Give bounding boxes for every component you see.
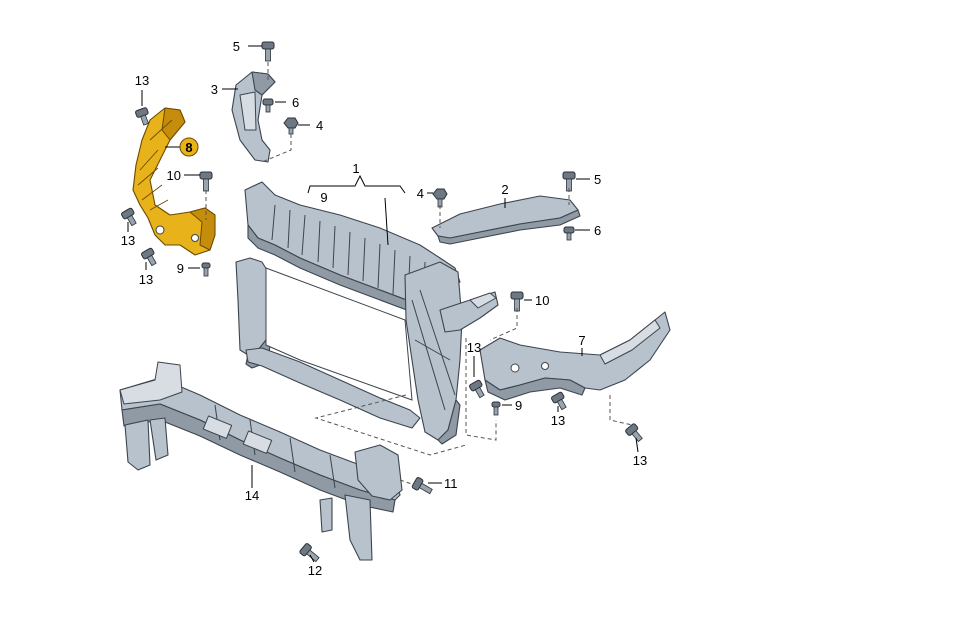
callout-13: 13 bbox=[467, 340, 481, 355]
callout-12: 12 bbox=[308, 563, 322, 578]
bumper-reinforcement-part-14 bbox=[119, 361, 403, 561]
callout-13: 13 bbox=[135, 73, 149, 88]
callout-8-highlight-marker: 8 bbox=[179, 137, 199, 157]
right-lateral-bracket-part-7 bbox=[479, 311, 671, 401]
bolt-icon bbox=[411, 477, 433, 495]
nut-icon bbox=[283, 117, 299, 135]
callout-13: 13 bbox=[633, 453, 647, 468]
callout-8: 8 bbox=[185, 140, 192, 155]
bolt-icon bbox=[261, 41, 275, 62]
callout-6: 6 bbox=[594, 223, 601, 238]
callout-13: 13 bbox=[551, 413, 565, 428]
bolt-icon bbox=[201, 262, 211, 277]
left-upper-bracket-part-3 bbox=[231, 71, 276, 163]
bolt-icon bbox=[135, 107, 149, 126]
callout-10: 10 bbox=[535, 293, 549, 308]
callout-9: 9 bbox=[320, 190, 327, 205]
top-brace-part-2 bbox=[431, 195, 581, 245]
front-end-carrier-part-1 bbox=[235, 181, 499, 445]
bolt-icon bbox=[299, 543, 320, 563]
bolt-icon bbox=[563, 226, 575, 241]
callout-labels: 5 3 6 4 1 9 13 8 10 13 13 9 4 2 5 6 10 7… bbox=[121, 39, 647, 578]
callout-9: 9 bbox=[177, 261, 184, 276]
callout-13: 13 bbox=[121, 233, 135, 248]
callout-11: 11 bbox=[444, 476, 458, 491]
callout-4: 4 bbox=[417, 186, 424, 201]
leader-lines bbox=[127, 45, 639, 563]
bolt-icon bbox=[141, 247, 157, 267]
bolt-icon bbox=[510, 291, 524, 312]
bolt-icon bbox=[199, 171, 213, 192]
callout-5: 5 bbox=[594, 172, 601, 187]
nut-icon bbox=[432, 188, 448, 208]
bolt-icon bbox=[121, 207, 137, 227]
bolt-icon bbox=[551, 391, 567, 411]
bolt-icon bbox=[262, 98, 274, 113]
callout-13: 13 bbox=[139, 272, 153, 287]
assembly-guide-lines bbox=[205, 62, 633, 485]
callout-6: 6 bbox=[292, 95, 299, 110]
callout-7: 7 bbox=[578, 333, 585, 348]
callout-5: 5 bbox=[233, 39, 240, 54]
left-lateral-bracket-part-8-highlighted bbox=[132, 107, 216, 256]
bolt-icon bbox=[469, 379, 485, 399]
callout-3: 3 bbox=[211, 82, 218, 97]
callout-10: 10 bbox=[167, 168, 181, 183]
bolt-icon bbox=[625, 423, 643, 443]
callout-1: 1 bbox=[352, 161, 359, 176]
callout-9: 9 bbox=[515, 398, 522, 413]
callout-14: 14 bbox=[245, 488, 259, 503]
callout-4: 4 bbox=[316, 118, 323, 133]
callout-2: 2 bbox=[501, 182, 508, 197]
bolt-icon bbox=[491, 401, 501, 416]
